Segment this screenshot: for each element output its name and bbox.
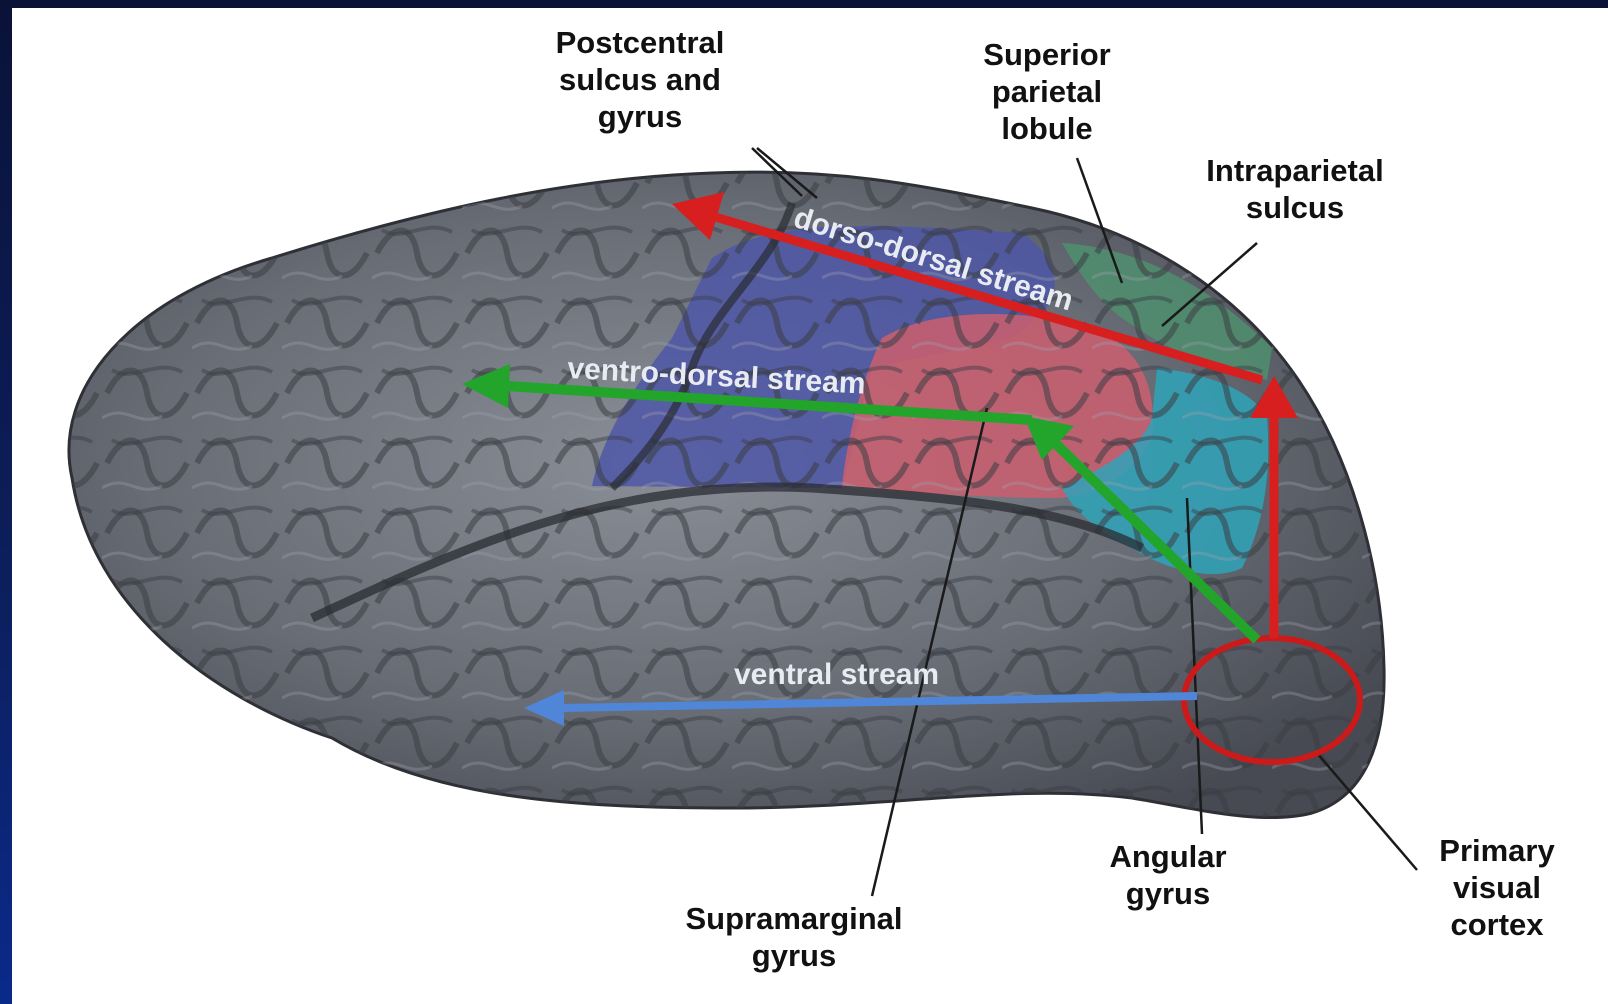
figure-panel: dorso-dorsal stream ventro-dorsal stream…: [12, 8, 1608, 1004]
ventral-stream-label: ventral stream: [734, 658, 939, 691]
angular-gyrus-label: Angular gyrus: [1078, 838, 1258, 912]
primary-visual-cortex-label: Primary visual cortex: [1412, 832, 1582, 943]
supramarginal-gyrus-label: Supramarginal gyrus: [644, 900, 944, 974]
superior-parietal-lobule-label: Superior parietal lobule: [962, 36, 1132, 147]
postcentral-sulcus-gyrus-label: Postcentral sulcus and gyrus: [520, 24, 760, 135]
intraparietal-sulcus-label: Intraparietal sulcus: [1180, 152, 1410, 226]
